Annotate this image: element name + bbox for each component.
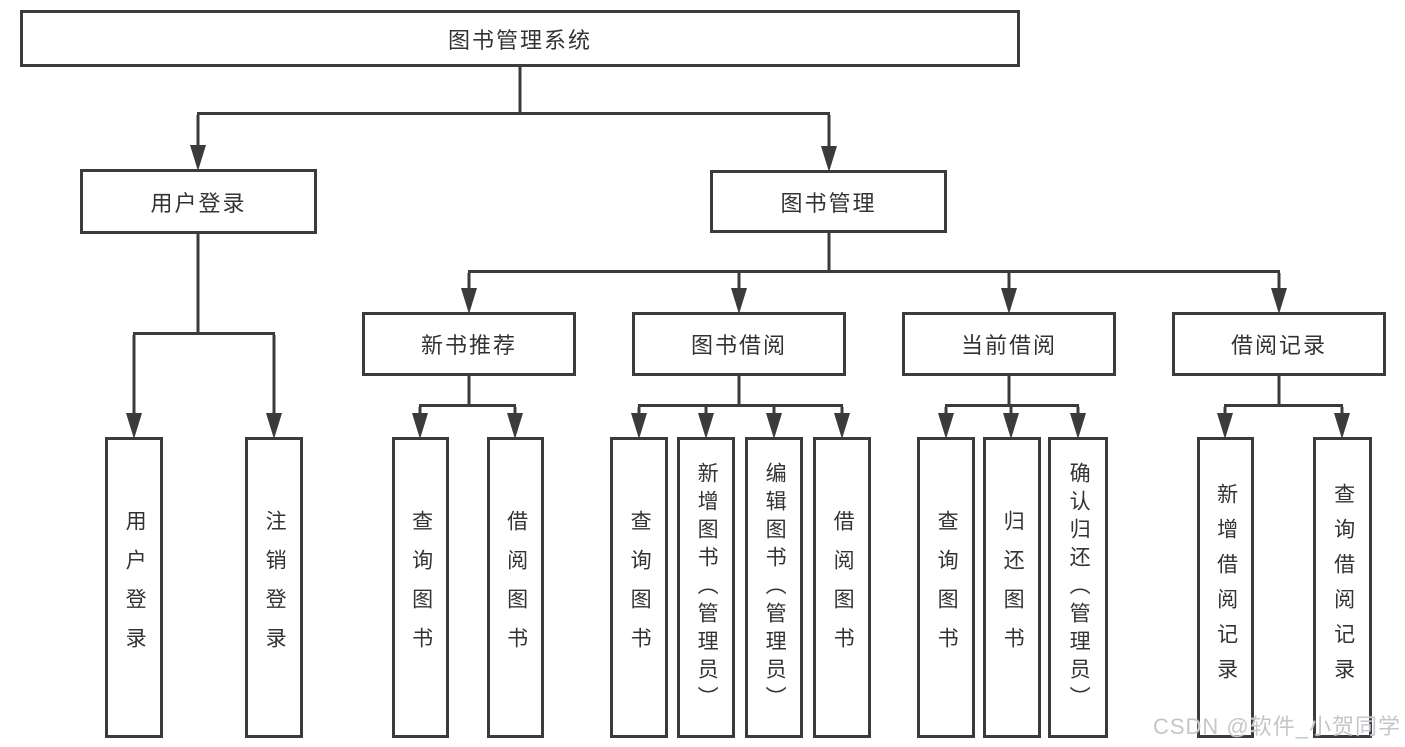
- node-new-book-recommend: 新书推荐: [362, 312, 576, 376]
- node-label: 查询图书: [935, 509, 959, 666]
- node-user-login: 用户登录: [80, 169, 317, 234]
- connector-book-management: [467, 233, 1281, 289]
- node-label: 编辑图书（管理员）: [763, 461, 787, 714]
- connector-user-login: [132, 234, 276, 414]
- node-label: 用户登录: [123, 509, 147, 666]
- connector-book-borrow: [637, 376, 844, 414]
- leaf-return-books: 归还图书: [983, 437, 1041, 738]
- node-book-borrow: 图书借阅: [632, 312, 846, 376]
- leaf-query-books-borrow: 查询图书: [610, 437, 668, 738]
- node-label: 图书借阅: [690, 333, 787, 358]
- leaf-add-borrow-record: 新增借阅记录: [1197, 437, 1254, 738]
- node-label: 借阅图书: [504, 509, 528, 666]
- leaf-add-books-admin: 新增图书（管理员）: [677, 437, 735, 738]
- leaf-borrow-books-recommend: 借阅图书: [487, 437, 544, 738]
- leaf-confirm-return-admin: 确认归还（管理员）: [1048, 437, 1108, 738]
- leaf-user-login: 用户登录: [105, 437, 163, 738]
- csdn-watermark: CSDN @软件_小贺同学: [1152, 714, 1401, 739]
- node-label: 查询图书: [628, 509, 652, 666]
- node-label: 借阅图书: [831, 509, 855, 666]
- node-current-borrow: 当前借阅: [902, 312, 1116, 376]
- node-label: 查询图书: [409, 509, 433, 666]
- leaf-query-borrow-record: 查询借阅记录: [1313, 437, 1372, 738]
- node-library-system: 图书管理系统: [20, 10, 1020, 67]
- node-label: 图书管理: [780, 190, 877, 216]
- leaf-borrow-books: 借阅图书: [813, 437, 871, 738]
- node-label: 用户登录: [150, 190, 247, 216]
- node-book-management: 图书管理: [710, 170, 947, 233]
- connector-current-borrow: [944, 376, 1080, 414]
- connector-new-book: [418, 376, 517, 414]
- node-label: 新增图书（管理员）: [695, 461, 719, 714]
- leaf-edit-books-admin: 编辑图书（管理员）: [745, 437, 803, 738]
- leaf-query-books-recommend: 查询图书: [392, 437, 449, 738]
- node-label: 图书管理系统: [447, 27, 592, 53]
- node-label: 注销登录: [263, 509, 287, 666]
- connector-borrow-records: [1223, 376, 1344, 414]
- connector-root: [196, 67, 831, 148]
- node-label: 查询借阅记录: [1331, 482, 1355, 693]
- node-label: 新书推荐: [420, 333, 517, 358]
- leaf-query-books-current: 查询图书: [917, 437, 975, 738]
- node-label: 归还图书: [1001, 509, 1025, 666]
- node-label: 确认归还（管理员）: [1067, 461, 1091, 714]
- node-label: 当前借阅: [960, 333, 1057, 358]
- node-label: 借阅记录: [1230, 333, 1327, 358]
- leaf-logout: 注销登录: [245, 437, 303, 738]
- node-label: 新增借阅记录: [1214, 482, 1238, 693]
- node-borrow-records: 借阅记录: [1172, 312, 1386, 376]
